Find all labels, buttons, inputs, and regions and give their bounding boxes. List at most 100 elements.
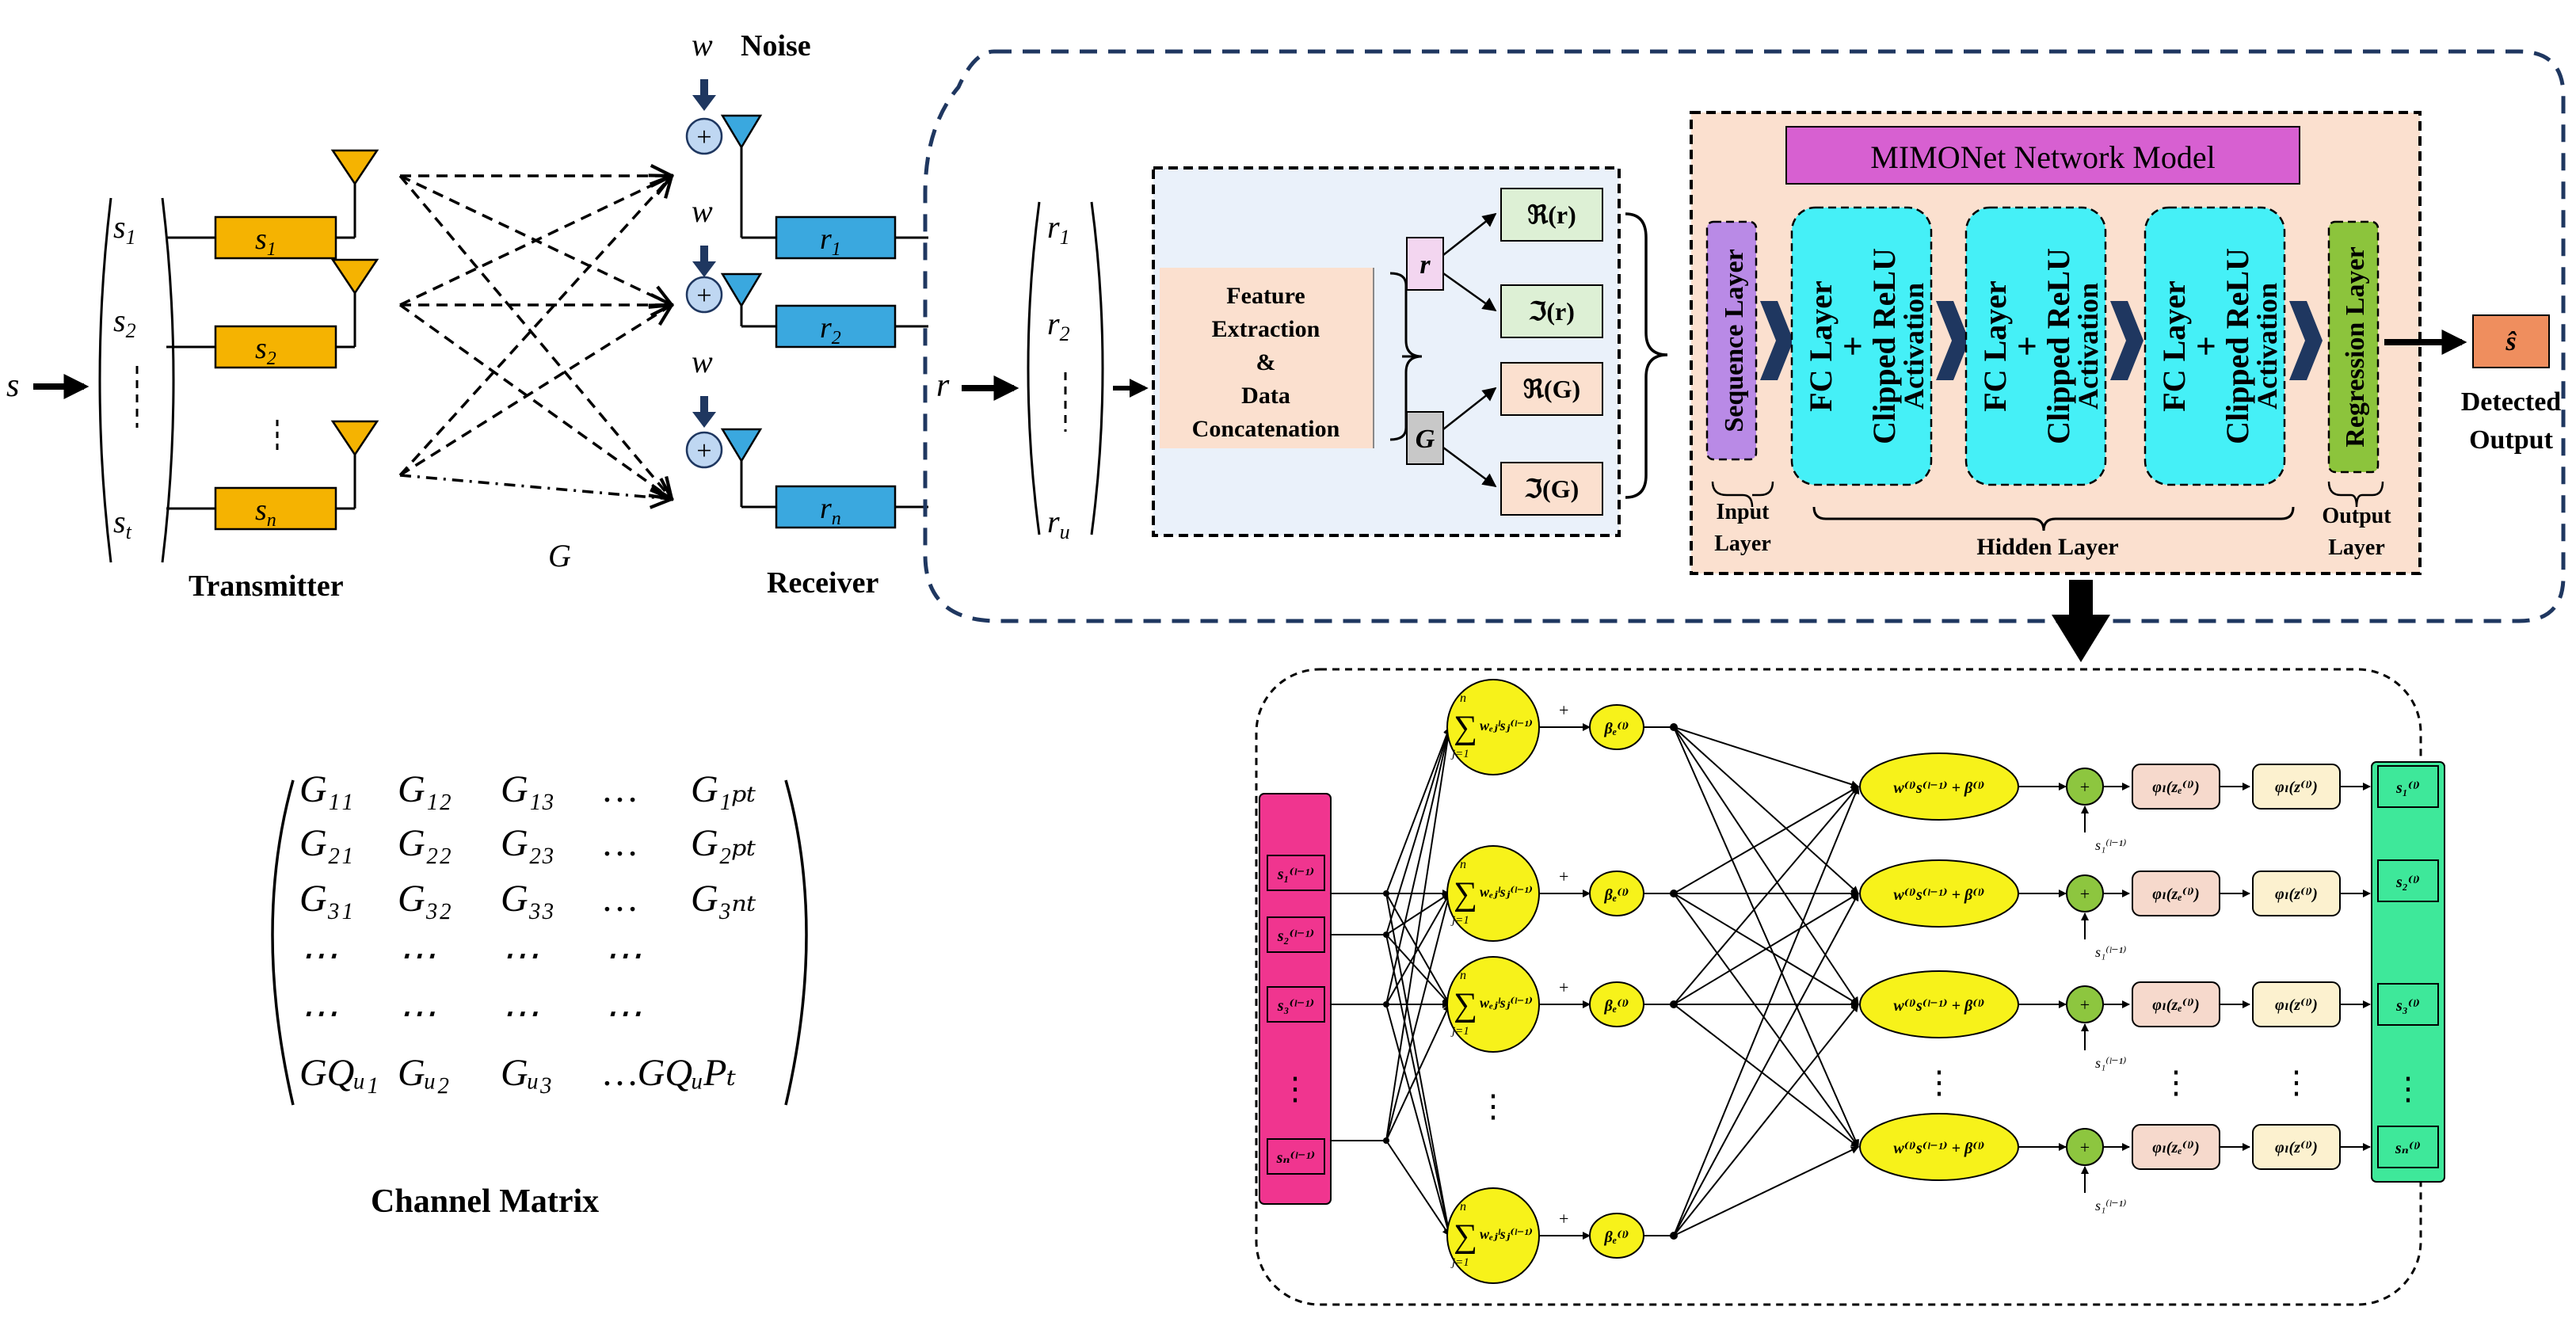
noise-arrow-head <box>692 95 716 111</box>
bias-to-affine-edge <box>1673 1004 1859 1236</box>
matrix-cell: ⋯ <box>299 992 337 1034</box>
residual-add-plus: + <box>2080 777 2090 797</box>
activation-ze-label: φₗ(zₑ⁽ˡ⁾) <box>2152 1139 2199 1156</box>
input-cell <box>1267 916 1325 953</box>
feature-text-box <box>1160 268 1374 448</box>
noise-adder-icon <box>685 276 723 314</box>
activation-z-label: φₗ(z⁽ˡ⁾) <box>2275 886 2318 903</box>
bias-to-affine-edge <box>1673 786 1860 1236</box>
input-layer-brace-right <box>1752 481 1774 497</box>
expand-arrow-shaft <box>2069 580 2093 619</box>
r-input-box <box>1406 237 1444 291</box>
detail-network-region <box>1255 668 2422 1306</box>
feature-text-line: & <box>1256 349 1276 375</box>
sum-upper-limit: n <box>1460 691 1466 705</box>
noise-adder-plus: + <box>696 123 711 152</box>
sum-sigma: ∑ <box>1454 1218 1477 1255</box>
fc-layer-label: FC Layer <box>2156 280 2192 412</box>
clipped-relu-label: Clipped ReLU <box>2041 248 2076 444</box>
sum-lower-limit: j=1 <box>1450 1025 1469 1038</box>
rx-antenna-icon <box>720 114 763 150</box>
channel-path-arrow <box>399 305 672 477</box>
r-input-label: r <box>936 368 950 404</box>
matrix-cell: G₁₃ <box>501 768 554 810</box>
output-layer-label: Output <box>2322 504 2391 528</box>
fc-plus-label: + <box>2006 336 2047 356</box>
flow-chevron-icon <box>1936 301 1969 380</box>
noise-w-label: w <box>692 344 713 379</box>
output-cell <box>2377 859 2439 902</box>
re-G-label: ℜ(G) <box>1523 375 1580 403</box>
noise-label: Noise <box>741 29 811 63</box>
output-layer-label: Layer <box>2328 535 2385 560</box>
G-channel-label: G <box>548 538 571 573</box>
matrix-cell: ⋯ <box>604 935 642 977</box>
bias-plus: + <box>1559 867 1568 886</box>
bias-to-affine-edge <box>1673 1004 1859 1148</box>
tx-vector-entry: st <box>113 504 132 543</box>
channel-matrix-title: Channel Matrix <box>371 1183 599 1220</box>
clipped-relu-label: Clipped ReLU <box>1866 248 1902 444</box>
G-input-box-label: G <box>1416 425 1435 454</box>
clipped-relu-label: Clipped ReLU <box>2220 248 2255 444</box>
matrix-cell: Gᵤ₂ <box>398 1052 449 1094</box>
concat-brace <box>1625 212 1668 499</box>
sequence-layer-label: Sequence Layer <box>1720 249 1749 432</box>
mimonet-title: MIMONet Network Model <box>1870 139 2216 175</box>
output-cell-label: s₁⁽ˡ⁾ <box>2395 779 2420 797</box>
input-junction <box>1383 1137 1389 1144</box>
input-junction <box>1383 1001 1389 1008</box>
fc-plus-label: + <box>1832 336 1873 356</box>
r-vector-right-paren <box>1090 201 1104 535</box>
r-vector-entry: r1 <box>1047 209 1070 249</box>
skip-input-label: s₁⁽ˡ⁻¹⁾ <box>2095 837 2126 853</box>
skip-input-label: s₁⁽ˡ⁻¹⁾ <box>2095 1198 2126 1213</box>
flow-chevron-icon <box>1760 301 1793 380</box>
matrix-cell: G₁ₚₜ <box>691 768 756 810</box>
affine-label: w⁽ˡ⁾s⁽ˡ⁻¹⁾ + β⁽ˡ⁾ <box>1893 779 1984 797</box>
bias-label: βₑ⁽ˡ⁾ <box>1603 886 1629 904</box>
detected-output-label: Output <box>2469 425 2553 455</box>
noise-arrow-head <box>692 412 716 428</box>
re-G-box <box>1500 362 1603 416</box>
input-to-sum-edge <box>1385 726 1452 935</box>
matrix-cell: G₂₁ <box>299 822 353 864</box>
bias-label: βₑ⁽ˡ⁾ <box>1603 720 1629 737</box>
input-cell <box>1267 986 1325 1023</box>
input-ellipsis: ⋮ <box>1279 1071 1311 1107</box>
activation-label: Activation <box>1898 283 1930 410</box>
tx-antenna-icon <box>330 149 379 186</box>
residual-add-plus: + <box>2080 884 2090 904</box>
noise-arrow-shaft <box>700 396 708 413</box>
bias-to-affine-edge <box>1673 726 1859 1005</box>
tx-signal-box-label: sn <box>255 493 276 531</box>
rx-signal-box-label: rn <box>820 492 841 529</box>
input-cell-label: s₁⁽ˡ⁻¹⁾ <box>1277 866 1315 883</box>
bias-plus: + <box>1559 700 1568 720</box>
input-to-sum-edge <box>1385 1004 1452 1236</box>
matrix-cell: G₂ₚₜ <box>691 822 756 864</box>
r-vector-entry: r2 <box>1047 306 1070 345</box>
fc-clipped-relu-block <box>1790 206 1933 486</box>
hidden-layer-label: Hidden Layer <box>1976 534 2118 560</box>
affine-label: w⁽ˡ⁾s⁽ˡ⁻¹⁾ + β⁽ˡ⁾ <box>1893 1140 1984 1157</box>
sum-lower-limit: j=1 <box>1450 1256 1469 1269</box>
activation-ze-label: φₗ(zₑ⁽ˡ⁾) <box>2152 779 2199 796</box>
sum-sigma: ∑ <box>1454 876 1477 912</box>
input-layer-brace <box>1711 481 1754 508</box>
sum-sigma: ∑ <box>1454 987 1477 1023</box>
bias-to-affine-edge <box>1673 893 1859 1236</box>
re-r-label: ℜ(r) <box>1527 200 1576 229</box>
sum-upper-limit: n <box>1460 969 1466 982</box>
im-r-label: ℑ(r) <box>1529 297 1575 326</box>
feature-text-line: Feature <box>1226 283 1305 309</box>
mimonet-title-box <box>1785 126 2300 185</box>
bias-to-affine-edge <box>1673 726 1859 789</box>
r-vector-entry: ru <box>1047 504 1070 543</box>
residual-add-plus: + <box>2080 995 2090 1015</box>
input-to-sum-edge <box>1385 893 1450 1005</box>
channel-path-arrow <box>398 303 672 499</box>
matrix-cell: GQᵤ₁ <box>299 1052 379 1094</box>
